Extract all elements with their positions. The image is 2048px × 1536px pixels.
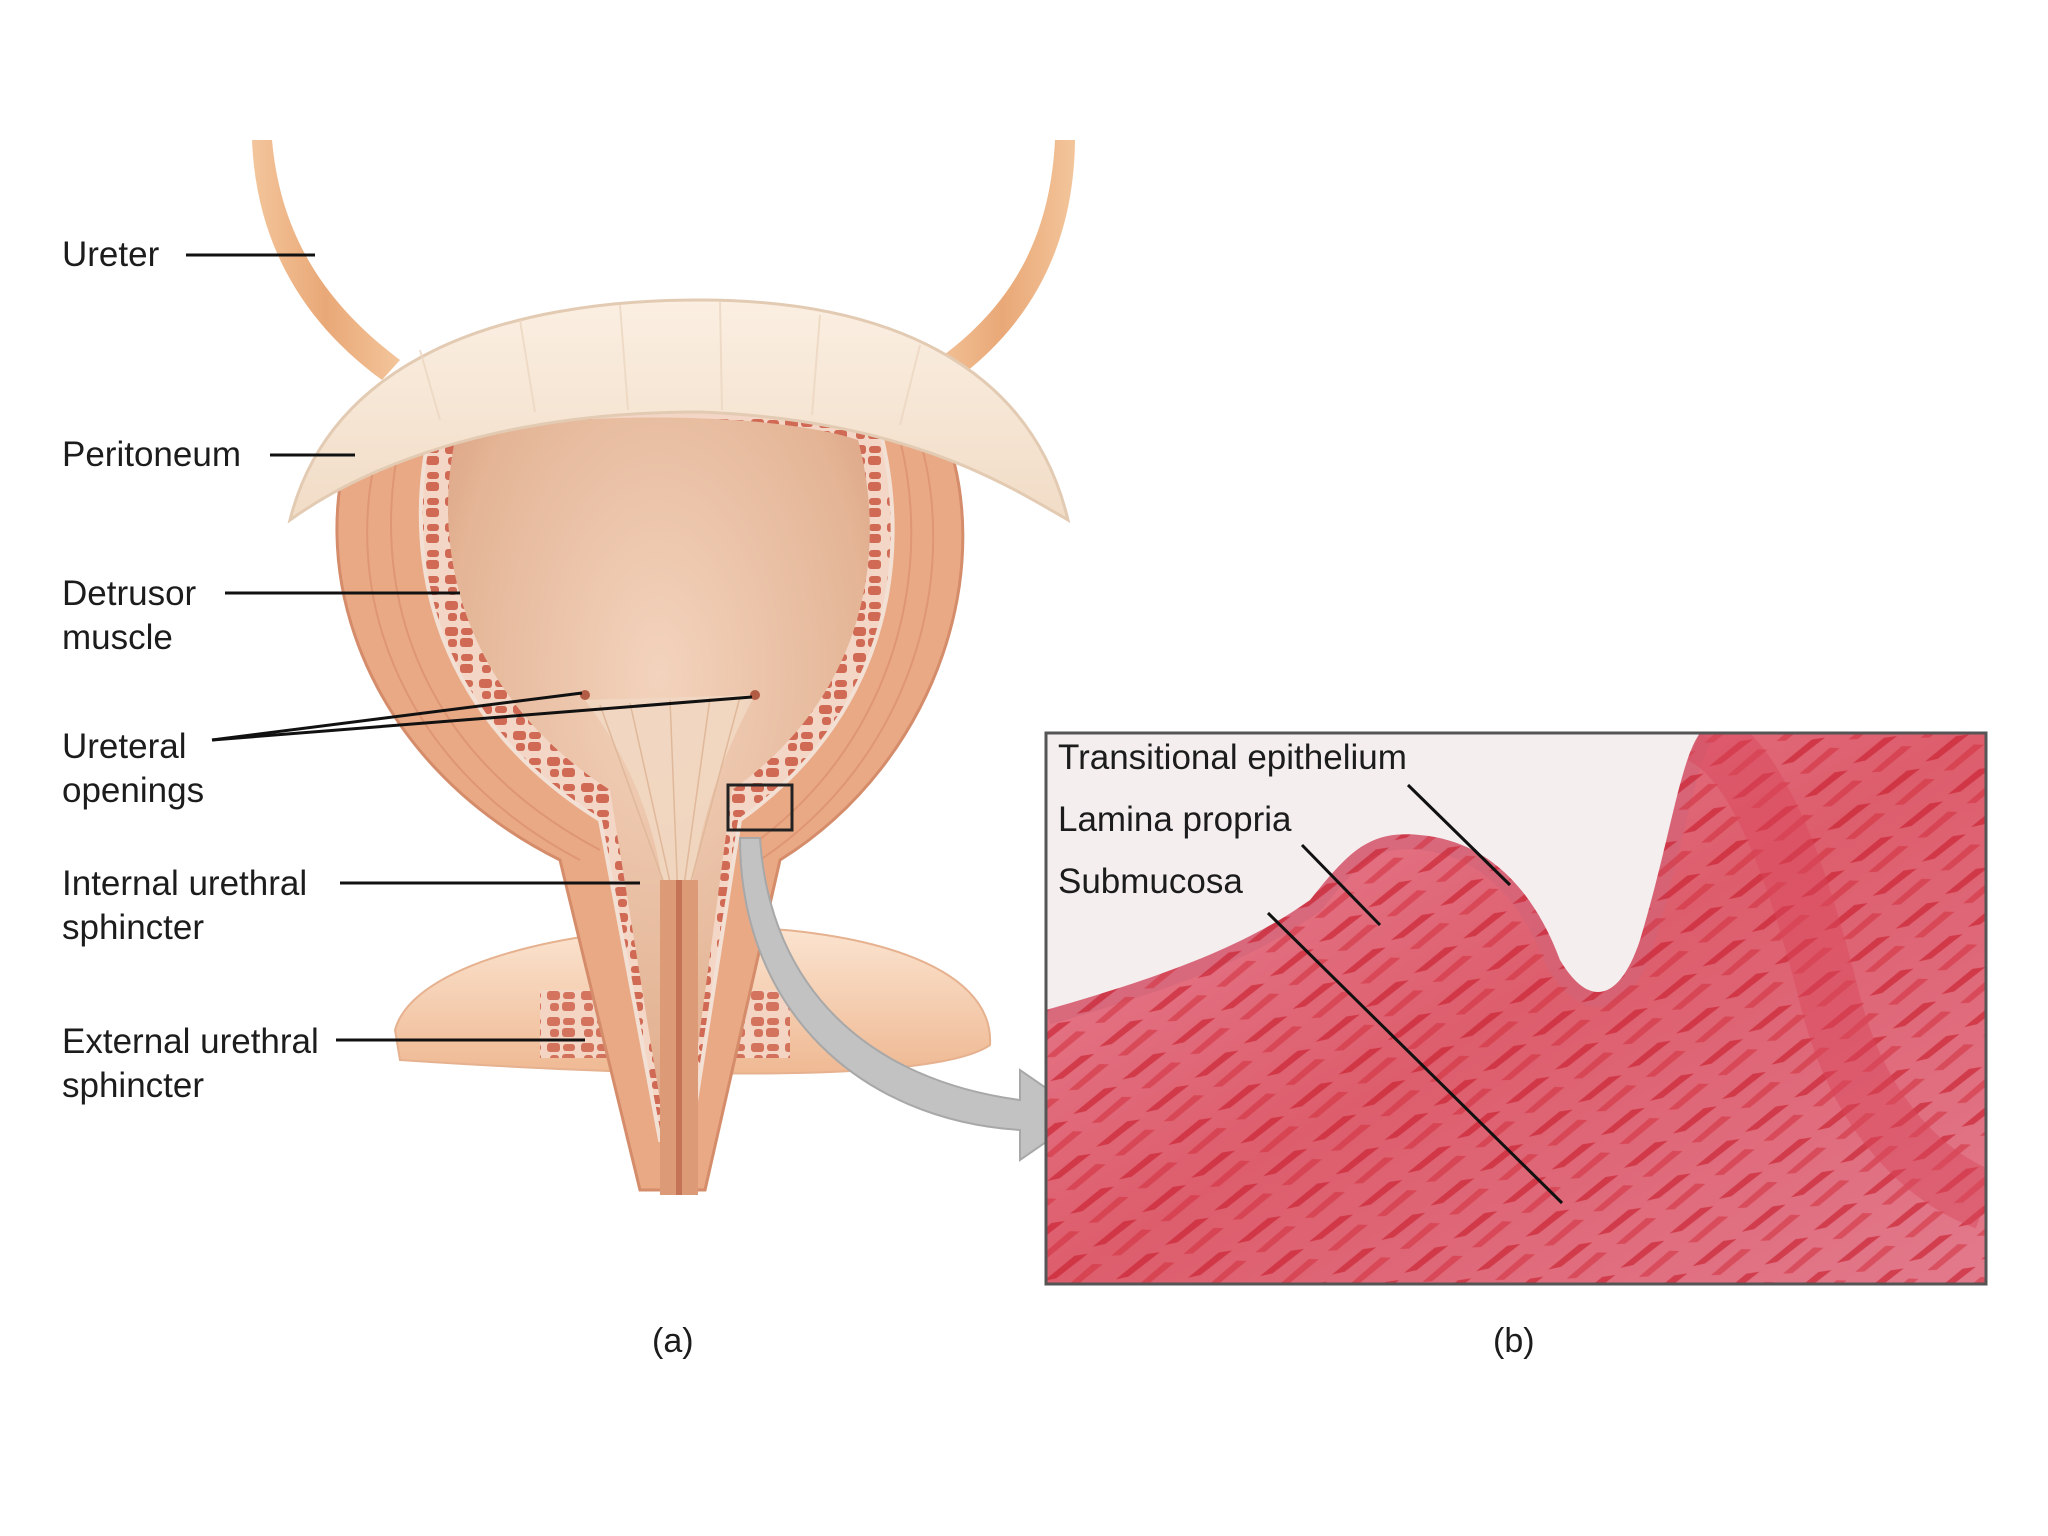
trigone [585,695,755,900]
urethra-lumen [676,880,682,1195]
label-submucosa: Submucosa [1058,862,1243,901]
submucosa-leader [1266,911,1564,1205]
label-ureteral-openings-line1: Ureteral [62,727,187,766]
histology-frame [1044,731,1988,1286]
right-ureter [930,140,1075,384]
peritoneum-cap [287,298,1071,524]
left-ureter [252,140,400,380]
panel-a-leader-lines [186,253,753,1042]
lamina-propria-leader [1300,843,1382,927]
label-detrusor-line1: Detrusor [62,574,197,613]
label-ureter: Ureter [62,235,160,274]
label-internal-sphincter-line2: sphincter [62,908,205,947]
peritoneum-texture [419,301,921,426]
ureteral-opening-leader-1 [211,691,583,742]
muscle-fibers [366,439,935,861]
caption-b: (b) [1493,1322,1535,1360]
label-detrusor: Detrusor muscle [62,572,196,660]
label-external-sphincter-line2: sphincter [62,1066,205,1105]
label-ureteral-openings-line2: openings [62,771,205,810]
panel-b-leader-lines [1266,783,1564,1205]
left-ureteral-opening [580,690,590,700]
trigone-lines [599,696,741,901]
label-ureteral-openings: Ureteral openings [62,725,204,813]
caption-a: (a) [652,1322,694,1360]
label-peritoneum: Peritoneum [62,435,241,474]
ureteral-opening-leader-2 [211,695,753,742]
label-transitional-epithelium: Transitional epithelium [1058,738,1407,777]
label-internal-sphincter: Internal urethral sphincter [62,862,307,950]
zoom-box [726,783,794,832]
label-external-sphincter-line1: External urethral [62,1022,319,1061]
label-external-sphincter: External urethral sphincter [62,1020,319,1108]
lumen-space [1046,733,1700,1010]
muscle-band [1685,733,1986,1229]
label-lamina-propria: Lamina propria [1058,800,1292,839]
histology-image [1046,733,1986,1284]
epithelium-leader [1406,783,1512,887]
right-ureteral-opening [750,690,760,700]
label-internal-sphincter-line1: Internal urethral [62,864,308,903]
label-detrusor-line2: muscle [62,618,173,657]
